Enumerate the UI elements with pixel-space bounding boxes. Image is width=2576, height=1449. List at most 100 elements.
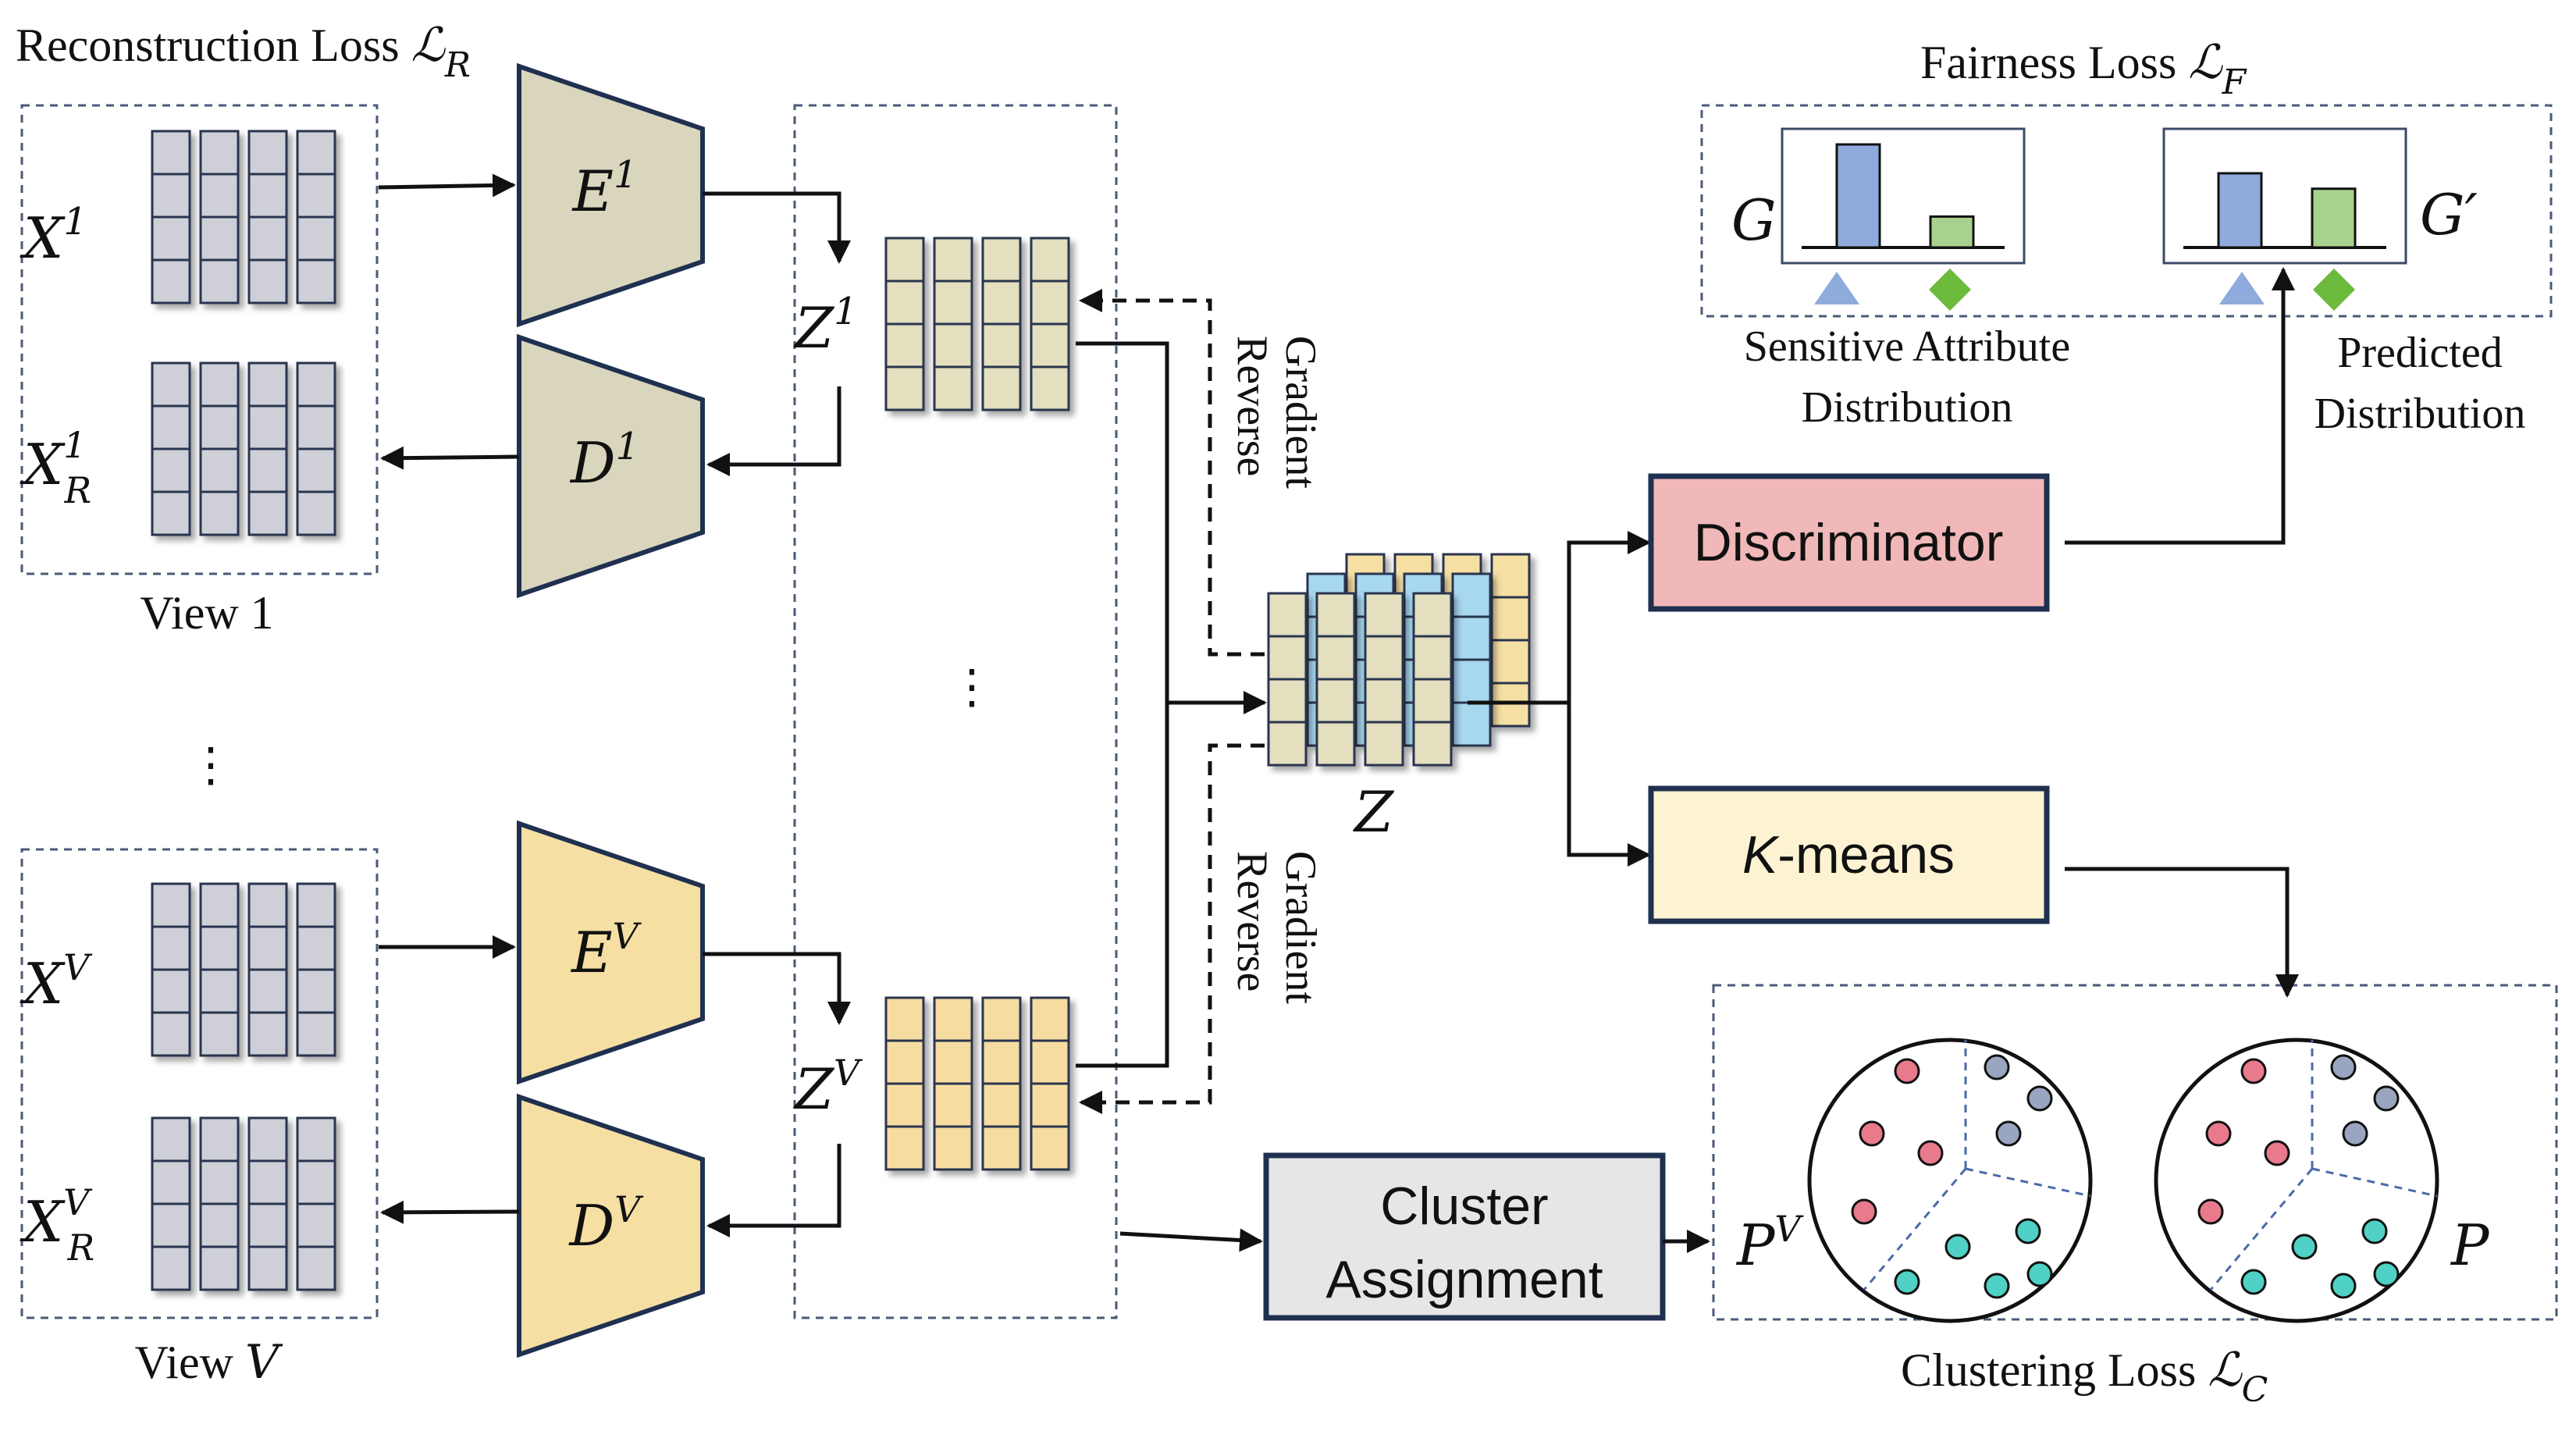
arrow-discriminator-to-predicted	[2065, 267, 2295, 545]
z1-cell	[933, 279, 973, 326]
cluster-point	[2205, 1120, 2232, 1147]
xrv-cell	[199, 1116, 240, 1162]
z1-cell	[884, 237, 925, 283]
cluster-assignment-label-line2: Assignment	[1325, 1250, 1603, 1309]
xrv-cell	[247, 1202, 288, 1248]
z1-cell	[933, 237, 973, 283]
x1-cell	[296, 130, 336, 176]
pv-label: PV	[1735, 1208, 1804, 1278]
predicted-triangle-marker	[2219, 272, 2265, 304]
x1-cell	[199, 173, 240, 219]
zv-cell	[884, 1125, 925, 1171]
predicted-distribution-chart	[2162, 127, 2407, 265]
xrv-cell	[296, 1159, 336, 1205]
xr1-cell	[151, 447, 191, 493]
arrow-z-to-discriminator	[1567, 531, 1651, 703]
cluster-point	[2361, 1218, 2388, 1244]
cluster-point	[2026, 1261, 2053, 1287]
p-cluster-circle	[2154, 1038, 2439, 1323]
cluster-point	[2330, 1273, 2357, 1299]
cluster-boundary	[1807, 1038, 2093, 1323]
z1-cell	[1030, 322, 1070, 368]
zv-cell	[933, 1039, 973, 1085]
viewV-container	[20, 848, 379, 1319]
distribution-bar	[1835, 143, 1881, 249]
zv-cell	[884, 996, 925, 1042]
x1-label: X1	[20, 200, 87, 271]
xv-cell	[296, 882, 336, 928]
fused-z-label: Z	[1353, 779, 1395, 845]
x1-cell	[151, 258, 191, 304]
xr1-cell	[247, 361, 288, 408]
cluster-assignment-label-line1: Cluster	[1380, 1177, 1548, 1236]
xv-cell	[199, 925, 240, 971]
z1-column	[884, 237, 925, 411]
xv-cell	[199, 1011, 240, 1057]
xrv-cell	[247, 1159, 288, 1205]
xv-column	[199, 882, 240, 1057]
xr1-cell	[296, 361, 336, 408]
zv-cell	[1030, 996, 1070, 1042]
z-stack-cell	[1267, 635, 1308, 681]
xrv-cell	[151, 1245, 191, 1291]
decoder-d1-label: D1	[569, 425, 639, 496]
xr1-cell	[247, 490, 288, 536]
z1-cell	[933, 322, 973, 368]
z-stack-cell	[1412, 678, 1453, 724]
g-label: G	[1731, 187, 1777, 253]
z1-cell	[981, 365, 1022, 411]
xrv-reconstruction-matrix	[151, 1116, 336, 1291]
x1-input-matrix	[151, 130, 336, 304]
x1-cell	[247, 215, 288, 262]
cluster-point	[2197, 1198, 2224, 1225]
xrv-cell	[151, 1159, 191, 1205]
x1-cell	[199, 130, 240, 176]
xv-cell	[247, 1011, 288, 1057]
xrv-cell	[296, 1245, 336, 1291]
xrv-cell	[151, 1202, 191, 1248]
z-stack-cell	[1412, 635, 1453, 681]
arrow-kmeans-to-p	[2065, 867, 2299, 998]
z-stack-cell	[1490, 639, 1531, 685]
arrow-z1-to-d1	[706, 386, 841, 476]
xrv-column	[199, 1116, 240, 1291]
x1-column	[296, 130, 336, 304]
zv-cell	[1030, 1039, 1070, 1085]
zv-column	[981, 996, 1022, 1171]
sensitive-diamond-marker	[1929, 269, 1971, 311]
arrow-latent-to-cluster-assignment	[1119, 1228, 1263, 1252]
decoder-d1	[517, 333, 705, 599]
cluster-point	[2373, 1085, 2400, 1112]
fairness-loss-title: Fairness Loss ℒF	[1920, 35, 2247, 102]
xv-cell	[199, 968, 240, 1014]
zv-label: ZV	[793, 1052, 863, 1122]
xv-cell	[151, 882, 191, 928]
x1-cell	[247, 173, 288, 219]
zv-cell	[933, 1125, 973, 1171]
xr1-cell	[199, 404, 240, 450]
sensitive-triangle-marker	[1814, 272, 1859, 304]
z-stack-cell	[1412, 592, 1453, 638]
encoder-ev-label: EV	[570, 915, 642, 985]
z-stack-cell	[1451, 701, 1492, 747]
xv-cell	[296, 925, 336, 971]
xv-cell	[247, 968, 288, 1014]
xv-cell	[247, 925, 288, 971]
zv-cell	[981, 1039, 1022, 1085]
xv-cell	[296, 968, 336, 1014]
gradient-reverse-label-top: GradientReverse	[1228, 336, 1325, 489]
viewV-caption: View V	[135, 1335, 283, 1390]
cluster-point	[1917, 1140, 1944, 1166]
cluster-assignment-box	[1263, 1152, 1666, 1321]
z-stack-cell	[1364, 635, 1404, 681]
xrv-cell	[296, 1116, 336, 1162]
z1-cell	[884, 365, 925, 411]
clustering-container	[1712, 984, 2558, 1321]
discriminator-label: Discriminator	[1694, 513, 2004, 572]
z1-cell	[981, 237, 1022, 283]
kmeans-label: K-means	[1742, 825, 1955, 885]
z1-cell	[884, 322, 925, 368]
